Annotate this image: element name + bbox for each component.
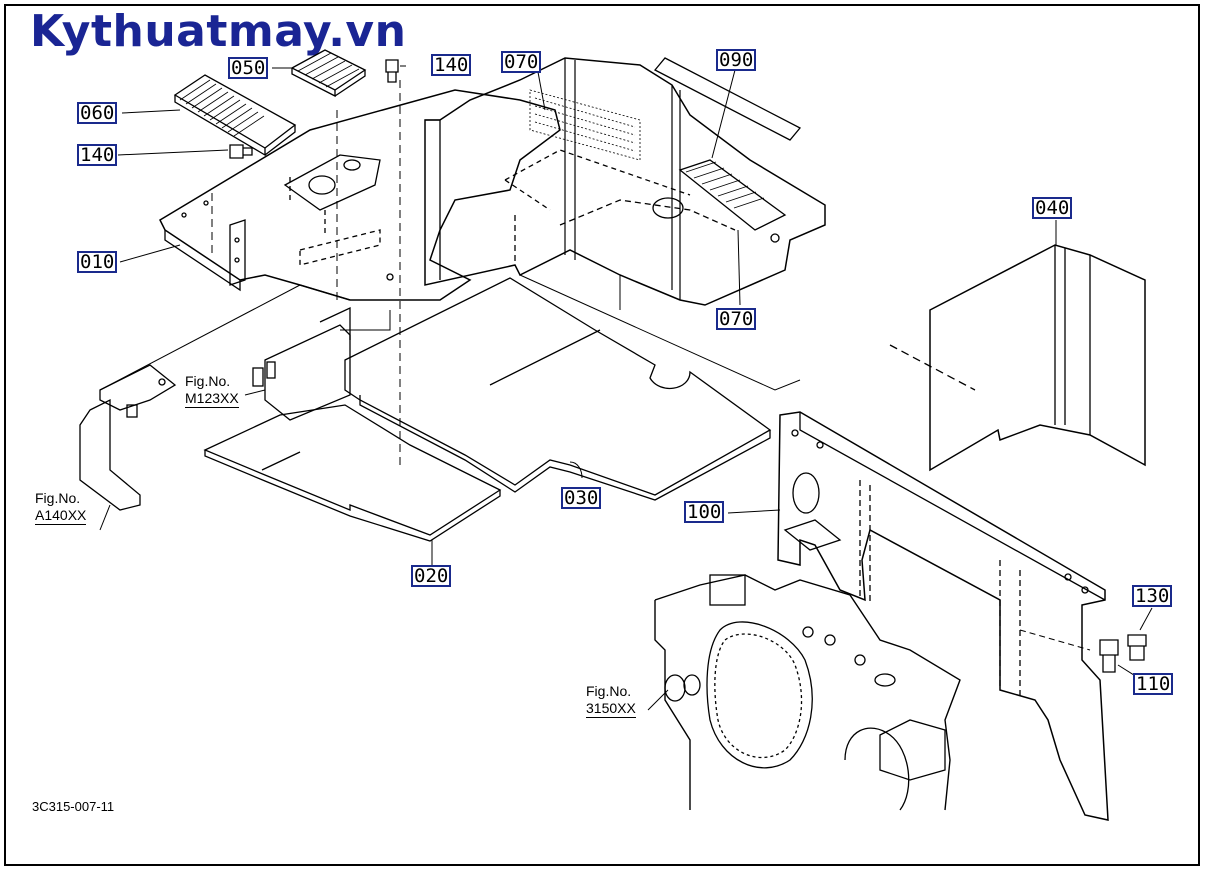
label-part-140-bolt-top: 140 — [430, 54, 472, 76]
mat-020 — [203, 404, 502, 542]
strip-090 — [653, 57, 802, 141]
mat-030 — [344, 277, 772, 501]
cover-070 — [424, 57, 826, 306]
label-part-030: 030 — [560, 487, 602, 509]
leader-lines — [99, 65, 1153, 711]
mat-050 — [290, 49, 367, 98]
figure-reference-title: Fig.No. — [185, 373, 231, 389]
figure-reference-code: M123XX — [185, 390, 239, 408]
label-part-070-top: 070 — [500, 51, 542, 73]
site-watermark: Kythuatmay.vn — [30, 6, 407, 57]
figure-reference-3150: Fig.No. 3150XX — [586, 683, 636, 718]
label-part-060: 060 — [76, 102, 118, 124]
label-part-010: 010 — [76, 251, 118, 273]
figure-reference-title: Fig.No. — [586, 683, 632, 699]
support-bracket-m123 — [252, 306, 351, 421]
label-part-110: 110 — [1132, 673, 1174, 695]
label-part-090: 090 — [715, 49, 757, 71]
label-part-070-bottom: 070 — [715, 308, 757, 330]
label-part-040: 040 — [1031, 197, 1073, 219]
plate-100 — [777, 411, 1109, 821]
label-part-140-bolt-left: 140 — [76, 144, 118, 166]
figure-reference-code: 3150XX — [586, 700, 636, 718]
drawing-code: 3C315-007-11 — [32, 799, 115, 814]
panel-040 — [889, 244, 1146, 472]
figure-reference-code: A140XX — [35, 507, 87, 525]
support-bracket-a140 — [79, 364, 177, 511]
label-part-050: 050 — [227, 57, 269, 79]
label-part-130: 130 — [1131, 585, 1173, 607]
figure-reference-a140: Fig.No. A140XX — [35, 490, 87, 525]
figure-reference-m123: Fig.No. M123XX — [185, 373, 239, 408]
bolts-140 — [229, 59, 399, 159]
engine-housing — [654, 574, 961, 811]
diagram-frame — [4, 4, 1200, 866]
label-part-100: 100 — [683, 501, 725, 523]
screws-110-130 — [1099, 634, 1147, 673]
mat-060 — [173, 74, 297, 157]
label-part-020: 020 — [410, 565, 452, 587]
figure-reference-title: Fig.No. — [35, 490, 81, 506]
